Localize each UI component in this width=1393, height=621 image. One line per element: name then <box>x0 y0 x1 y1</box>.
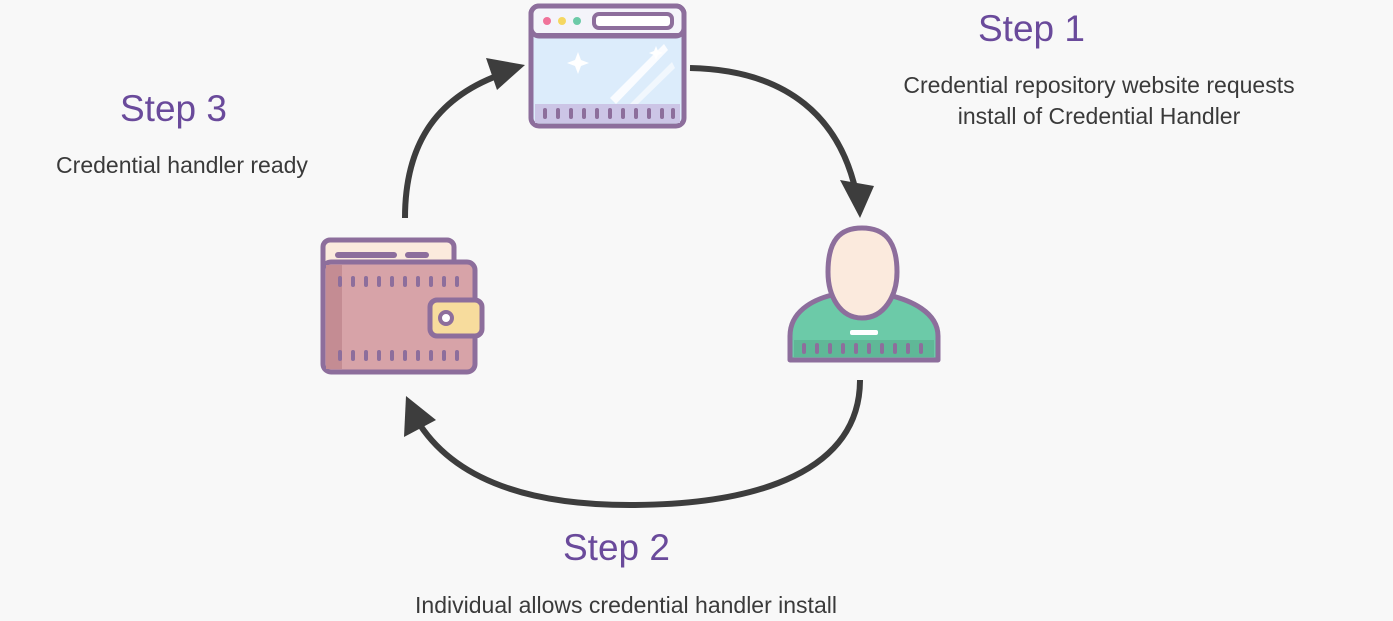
step-1-description-line-2: install of Credential Handler <box>957 103 1241 129</box>
step-1-description-line-1: Credential repository website requests <box>903 72 1295 98</box>
person-icon <box>787 225 941 363</box>
step-2-description: Individual allows credential handler ins… <box>300 590 952 621</box>
wallet-icon <box>320 237 485 375</box>
step-3-description-line-1: Credential handler ready <box>56 152 308 178</box>
arrow-wallet-to-browser <box>402 58 525 219</box>
browser-window-icon <box>528 3 687 129</box>
step-3-description: Credential handler ready <box>0 150 364 181</box>
step-1-description: Credential repository website requests i… <box>826 70 1372 132</box>
step-1-title: Step 1 <box>978 8 1085 49</box>
step-3-title: Step 3 <box>120 88 227 129</box>
step-2-title: Step 2 <box>563 527 670 568</box>
arrow-person-to-wallet <box>404 379 863 509</box>
arrow-browser-to-person <box>689 65 874 218</box>
step-2-description-line-1: Individual allows credential handler ins… <box>415 592 837 618</box>
